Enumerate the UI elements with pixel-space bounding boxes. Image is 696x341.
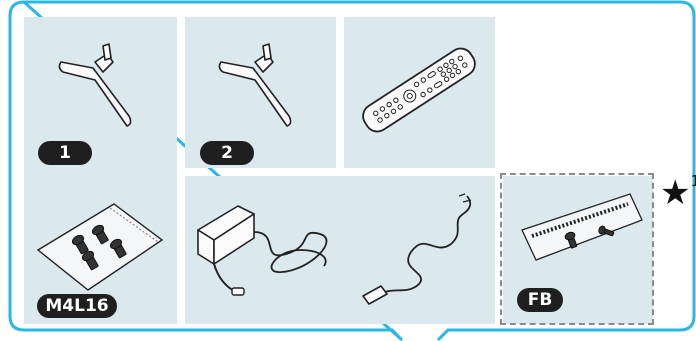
stand-leg-icon xyxy=(215,40,305,130)
footnote-number: 1 xyxy=(690,172,696,190)
remote-control-icon xyxy=(352,38,487,143)
badge-stand-1: 1 xyxy=(38,141,92,165)
screw-bag-icon xyxy=(34,200,166,295)
badge-stand-2: 2 xyxy=(200,141,254,165)
footnote-marker: ★1 xyxy=(660,176,696,210)
badge-fb: FB xyxy=(517,288,563,312)
bracket-screw-bag-icon xyxy=(520,190,645,270)
ac-adapter-icon xyxy=(190,192,350,302)
stand-leg-icon xyxy=(55,40,145,130)
badge-screws: M4L16 xyxy=(37,294,117,318)
star-icon: ★ xyxy=(660,173,690,213)
power-cord-icon xyxy=(355,192,485,307)
